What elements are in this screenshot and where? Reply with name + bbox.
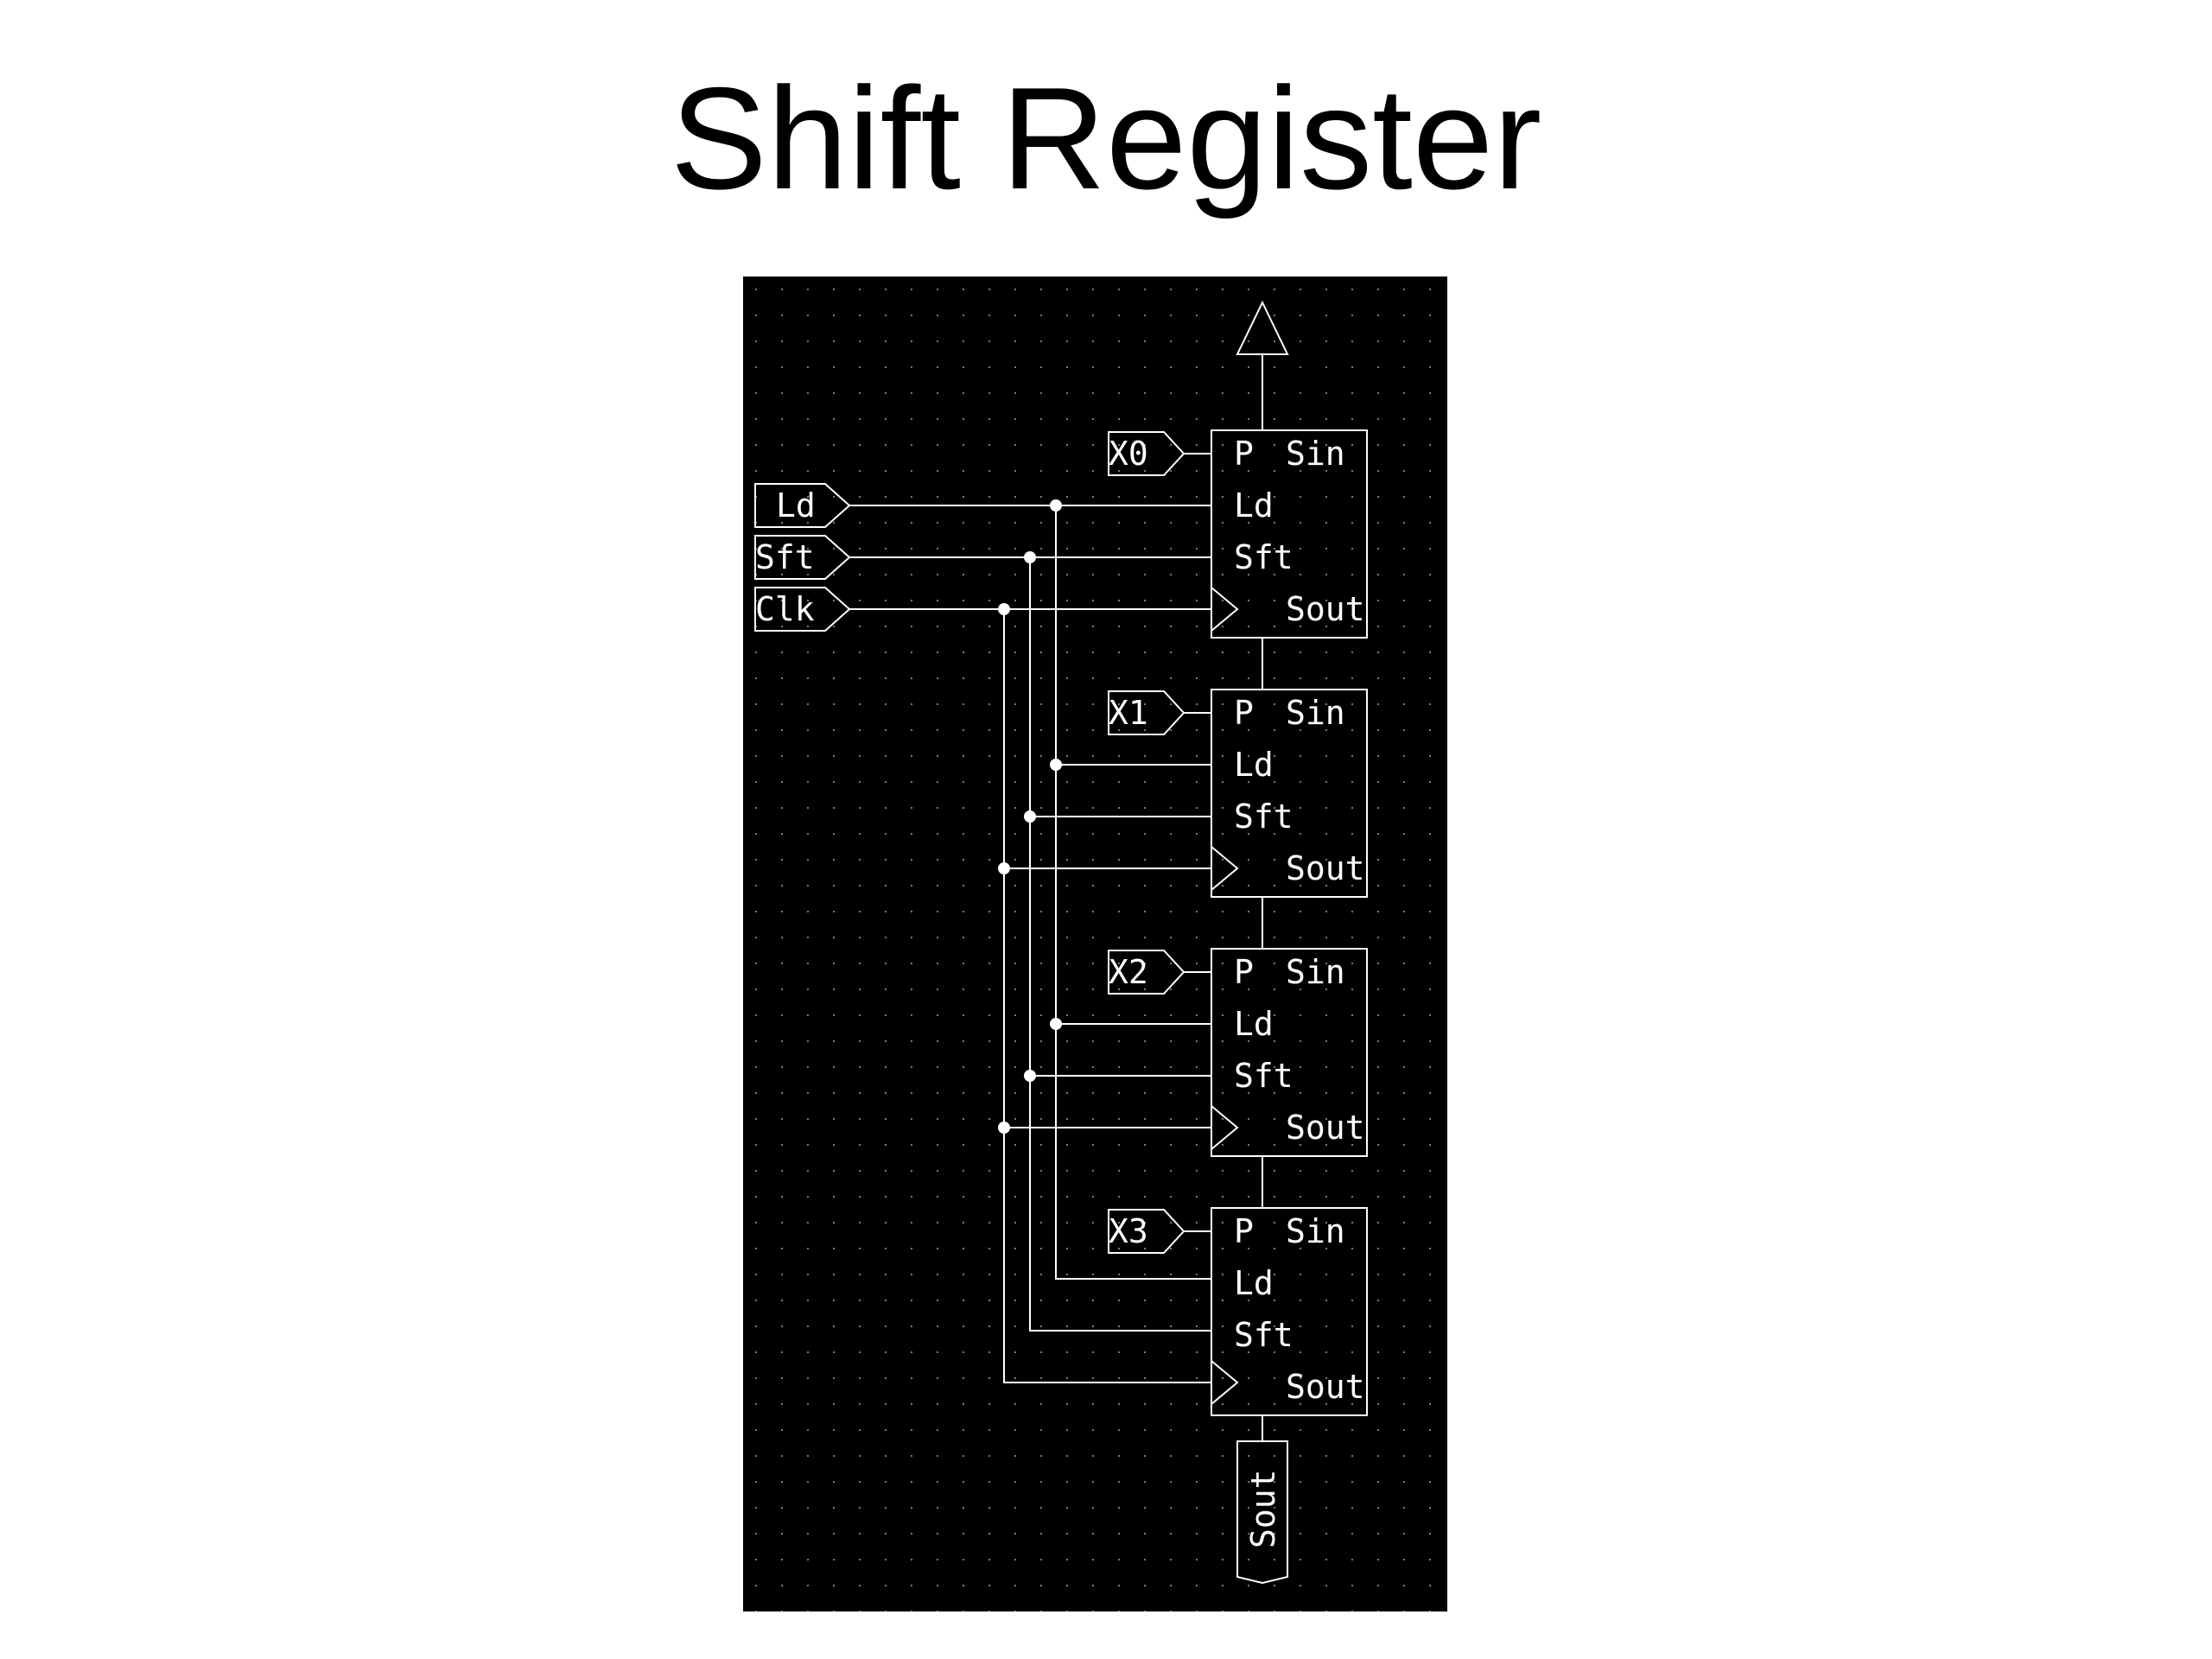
register-1[interactable]: X1 P Sin Ld Sft Sout [1108, 689, 1368, 898]
data-input-x0-connector[interactable]: X0 [1108, 431, 1211, 476]
pin-ld: Ld [1234, 1264, 1274, 1302]
grid-background [743, 276, 1447, 1611]
junction-dot [1024, 1070, 1036, 1082]
clock-triangle-icon [1211, 846, 1239, 891]
clock-triangle-icon [1211, 587, 1239, 632]
data-input-x2-connector[interactable]: X2 [1108, 950, 1211, 995]
page-title: Shift Register [670, 57, 1542, 219]
junction-dot [1024, 551, 1036, 563]
data-input-x2-label: X2 [1109, 953, 1148, 991]
pin-sin: Sin [1286, 1212, 1345, 1250]
register-1-box [1211, 689, 1368, 898]
input-clk-label: Clk [755, 590, 815, 628]
output-sout-connector[interactable]: Sout [1236, 1440, 1288, 1585]
pin-ld: Ld [1234, 1005, 1274, 1043]
input-sft-label: Sft [755, 538, 815, 576]
register-2-box [1211, 948, 1368, 1157]
pin-sin: Sin [1286, 435, 1345, 473]
junction-dot [1050, 499, 1062, 512]
data-input-x3-label: X3 [1109, 1212, 1148, 1250]
pin-ld: Ld [1234, 486, 1274, 524]
register-2[interactable]: X2 P Sin Ld Sft Sout [1108, 948, 1368, 1157]
register-0[interactable]: X0 P Sin Ld Sft Sout [1108, 429, 1368, 639]
input-ld-connector[interactable]: Ld [754, 483, 851, 528]
register-0-box [1211, 429, 1368, 639]
pin-p: P [1234, 694, 1254, 732]
input-sft-connector[interactable]: Sft [754, 535, 851, 580]
pin-sout: Sout [1286, 1368, 1365, 1406]
schematic-diagram: Ld Sft Clk X0 P [743, 276, 1447, 1611]
pin-p: P [1234, 1212, 1254, 1250]
data-input-x0-label: X0 [1109, 435, 1148, 473]
data-input-x1-connector[interactable]: X1 [1108, 690, 1211, 735]
pin-sout: Sout [1286, 1109, 1365, 1147]
schematic-canvas[interactable]: Ld Sft Clk X0 P [743, 276, 1447, 1611]
pin-sft: Sft [1234, 538, 1294, 576]
data-input-x3-connector[interactable]: X3 [1108, 1209, 1211, 1254]
junction-dot [998, 603, 1010, 615]
register-3-box [1211, 1207, 1368, 1416]
clock-triangle-icon [1211, 1105, 1239, 1150]
junction-dot [998, 862, 1010, 874]
pin-p: P [1234, 435, 1254, 473]
output-sout-label: Sout [1244, 1469, 1282, 1548]
junction-dot [1050, 759, 1062, 771]
input-clk-connector[interactable]: Clk [754, 587, 851, 632]
pin-sout: Sout [1286, 590, 1365, 628]
register-3[interactable]: X3 P Sin Ld Sft Sout [1108, 1207, 1368, 1416]
junction-dot [998, 1122, 1010, 1134]
junction-dot [1050, 1018, 1062, 1030]
pin-p: P [1234, 953, 1254, 991]
pin-sft: Sft [1234, 1316, 1294, 1354]
pin-sft: Sft [1234, 1057, 1294, 1095]
data-input-x1-label: X1 [1109, 694, 1148, 732]
clock-triangle-icon [1211, 1360, 1239, 1405]
pin-sin: Sin [1286, 953, 1345, 991]
pin-ld: Ld [1234, 746, 1274, 784]
pin-sin: Sin [1286, 694, 1345, 732]
input-ld-label: Ld [776, 486, 816, 524]
pin-sout: Sout [1286, 849, 1365, 887]
pin-sft: Sft [1234, 798, 1294, 836]
junction-dot [1024, 810, 1036, 823]
